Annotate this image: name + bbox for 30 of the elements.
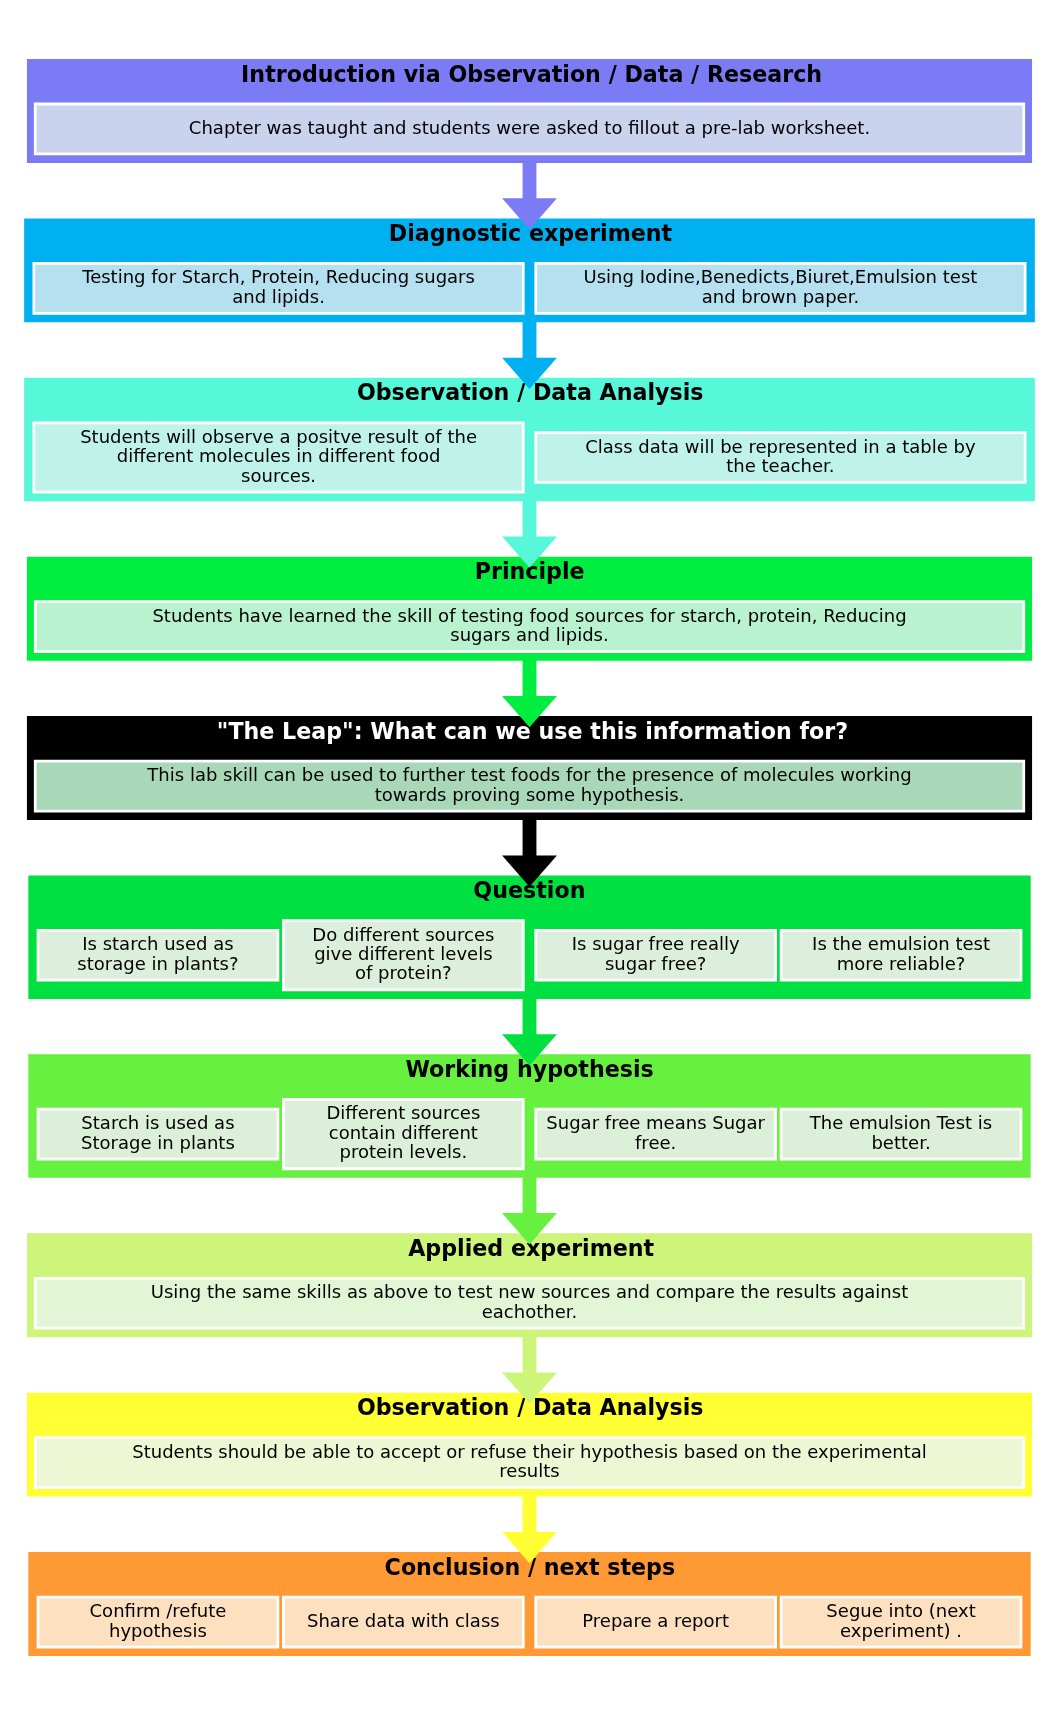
node-box: Is sugar free really sugar free?: [534, 928, 777, 982]
arrow: [502, 162, 557, 230]
node-box: Confirm /refute hypothesis: [36, 1595, 280, 1649]
node-box: Students should be able to accept or refuse their hypothesis based on the experimental results: [33, 1436, 1026, 1489]
node-box: Segue into (next experiment) .: [779, 1595, 1023, 1649]
arrow: [502, 998, 557, 1066]
node-box: Students have learned the skill of testing food sources for starch, protein, Reducing sugars and lipids.: [33, 600, 1026, 653]
node-box: The emulsion Test is better.: [779, 1107, 1023, 1161]
node-box: Using Iodine,Benedicts,Biuret,Emulsion test and brown paper.: [534, 262, 1027, 315]
arrow: [502, 659, 557, 728]
node-box: Starch is used as Storage in plants: [36, 1107, 280, 1161]
arrow: [502, 321, 557, 390]
node-box: Prepare a report: [534, 1595, 777, 1649]
node-box: Is starch used as storage in plants?: [36, 928, 280, 982]
arrow: [502, 1495, 557, 1564]
node-box: Sugar free means Sugar free.: [534, 1107, 777, 1161]
node-box: Do different sources give different levels of protein?: [282, 919, 525, 992]
node-box: Testing for Starch, Protein, Reducing sugars and lipids.: [32, 262, 525, 315]
node-box: Share data with class: [282, 1595, 525, 1649]
node-box: Chapter was taught and students were asked to fillout a pre-lab worksheet.: [33, 102, 1026, 156]
arrow: [502, 1177, 557, 1245]
node-box: Is the emulsion test more reliable?: [779, 928, 1023, 982]
arrow: [502, 819, 557, 887]
node-box: Students will observe a positve result of the different molecules in different food sources.: [32, 421, 525, 494]
node-box: Different sources contain different protein levels.: [282, 1098, 525, 1171]
node-box: Class data will be represented in a table by the teacher.: [534, 431, 1027, 484]
arrow: [502, 1336, 557, 1404]
arrow: [502, 500, 557, 568]
node-box: Using the same skills as above to test new sources and compare the results against eachother.: [33, 1276, 1026, 1330]
node-box: This lab skill can be used to further test foods for the presence of molecules working towards proving some hypothesis.: [33, 759, 1026, 813]
